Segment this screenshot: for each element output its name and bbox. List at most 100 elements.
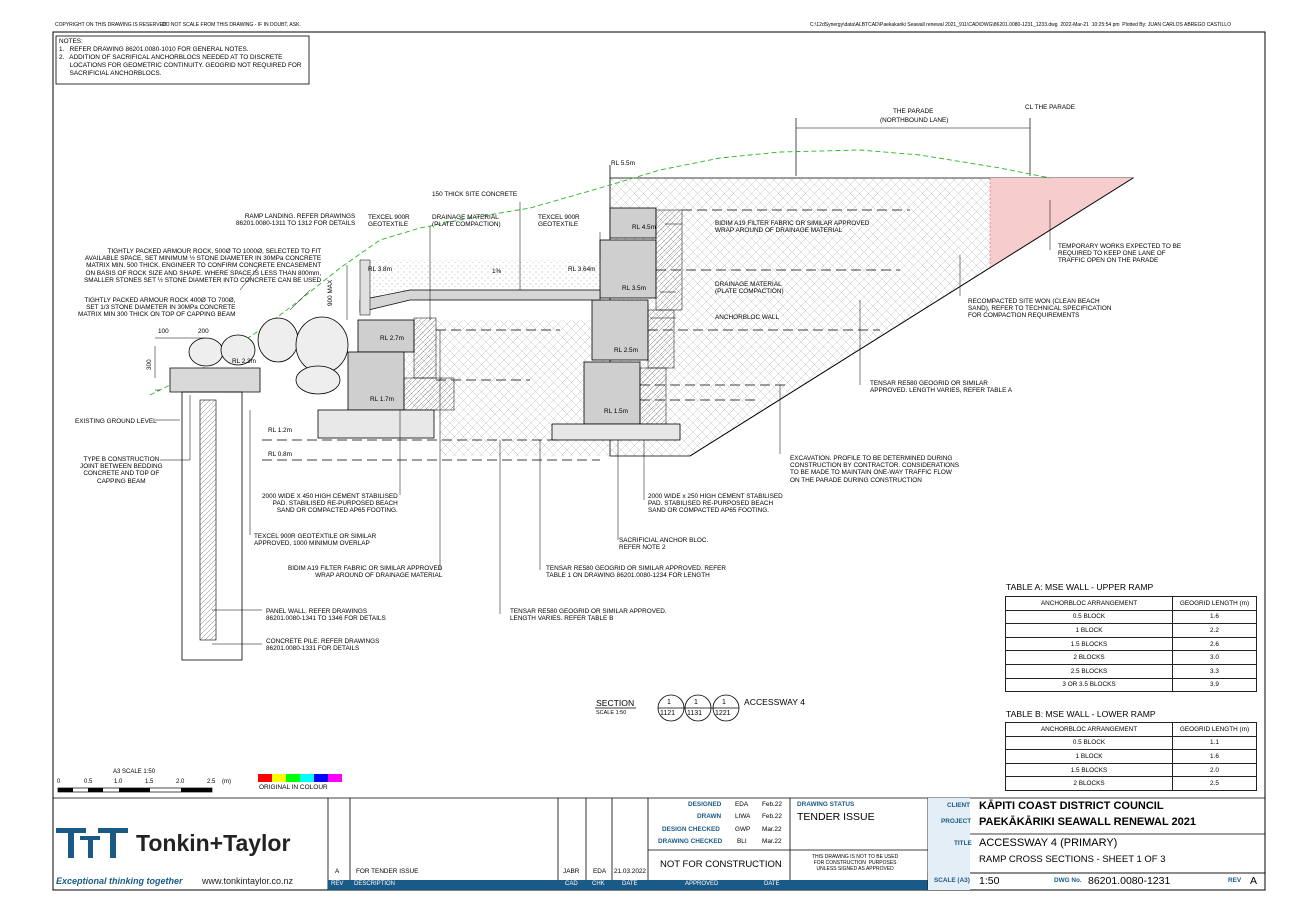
hdr-cad: CAD <box>565 881 578 887</box>
label-cl-parade: CL THE PARADE <box>1025 104 1075 111</box>
label-texcel-1: TEXCEL 900R GEOTEXTILE <box>368 214 410 229</box>
table-cell: 2 BLOCKS <box>1005 776 1173 791</box>
label-anchorbloc: ANCHORBLOC WALL <box>715 314 780 321</box>
designed-date: Feb.22 <box>762 801 782 808</box>
client-label: CLIENT <box>947 802 971 809</box>
label-pad-250: 2000 WIDE x 250 HIGH CEMENT STABILISED P… <box>648 493 783 515</box>
scale-label: SCALE (A3) <box>934 877 970 884</box>
table-b-header-0: ANCHORBLOC ARRANGEMENT <box>1005 722 1173 737</box>
design-checked-date: Mar.22 <box>762 826 782 833</box>
tagline: Exceptional thinking together <box>56 876 183 886</box>
label-drainage-2: DRAINAGE MATERIAL (PLATE COMPACTION) <box>715 281 784 296</box>
colour-swatches <box>258 774 342 782</box>
table-cell: 3.0 <box>1172 650 1257 665</box>
section-name: ACCESSWAY 4 <box>744 697 805 707</box>
copyright-note: COPYRIGHT ON THIS DRAWING IS RESERVED <box>55 22 167 28</box>
label-tensar-t1: TENSAR RE580 GEOGRID OR SIMILAR APPROVED… <box>546 565 727 580</box>
table-b-header-1: GEOGRID LENGTH (m) <box>1172 722 1257 737</box>
designed-who: EDA <box>735 801 749 808</box>
label-rl17: RL 1.7m <box>370 396 394 403</box>
drawn-label: DRAWN <box>697 813 722 820</box>
label-rl12: RL 1.2m <box>268 427 292 434</box>
table-cell: 1.6 <box>1172 609 1257 625</box>
drawing-checked-label: DRAWING CHECKED <box>658 838 723 845</box>
title-label: TITLE <box>954 840 972 847</box>
scale-title: A3 SCALE 1:50 <box>113 769 156 775</box>
project-value: PAEKĀKĀRIKI SEAWALL RENEWAL 2021 <box>979 816 1196 828</box>
drawing-checked-who: BLI <box>737 838 747 845</box>
project-label: PROJECT <box>941 818 972 825</box>
upper-pad <box>551 423 681 441</box>
client-value: KĀPITI COAST DISTRICT COUNCIL <box>979 800 1164 812</box>
note-2c: SACRIFICIAL ANCHORBLOCS. <box>59 70 162 77</box>
rev-date: 21.03.2022 <box>614 868 646 875</box>
website: www.tonkintaylor.co.nz <box>202 876 294 886</box>
armour-rocks <box>188 316 349 395</box>
hdr-rev: REV <box>331 881 344 887</box>
label-ramp-landing: RAMP LANDING. REFER DRAWINGS 86201.0080-… <box>236 213 356 228</box>
file-path: C:\12dSynergy\data\ALBTCAD\Paekakariki S… <box>810 22 1231 28</box>
drawn-who: LIWA <box>735 813 751 820</box>
hdr-desc: DESCRIPTION <box>354 881 396 887</box>
hdr-date: DATE <box>622 881 638 887</box>
label-rl25: RL 2.5m <box>614 347 638 354</box>
table-cell: 3 OR 3.5 BLOCKS <box>1005 677 1173 693</box>
note-1: 1. REFER DRAWING 86201.0080-1010 FOR GEN… <box>59 46 249 53</box>
label-type-b: TYPE B CONSTRUCTION JOINT BETWEEN BEDDIN… <box>80 456 163 485</box>
table-cell: 1.5 BLOCKS <box>1005 762 1173 778</box>
label-sacrificial: SACRIFICIAL ANCHOR BLOC. REFER NOTE 2 <box>619 537 709 552</box>
label-rl55: RL 5.5m <box>611 160 635 167</box>
rev-desc: FOR TENDER ISSUE <box>356 868 419 875</box>
original-colour: ORIGINAL IN COLOUR <box>259 784 328 791</box>
swatch-red <box>258 774 272 782</box>
scale-value: 1:50 <box>979 875 1000 887</box>
dwg-value: 86201.0080-1231 <box>1088 875 1171 887</box>
rev-cad: JABR <box>563 868 580 875</box>
rev-final: A <box>1250 875 1258 887</box>
label-dim100: 100 <box>158 328 169 335</box>
label-excavation: EXCAVATION. PROFILE TO BE DETERMINED DUR… <box>790 455 960 484</box>
swatch-blue <box>314 774 328 782</box>
section-scale: SCALE 1:50 <box>596 710 627 716</box>
swatch-magenta <box>328 774 342 782</box>
bubble-3-bottom: 1221 <box>715 710 731 717</box>
existing-ground-line <box>149 149 1051 396</box>
dwg-label: DWG No. <box>1054 877 1082 884</box>
panel-wall <box>199 399 217 641</box>
scale-unit: (m) <box>222 779 231 785</box>
status-value: TENDER ISSUE <box>797 811 875 823</box>
bubble-2-bottom: 1131 <box>687 710 703 717</box>
title-line-1: ACCESSWAY 4 (PRIMARY) <box>979 837 1118 849</box>
notes-box <box>55 35 310 85</box>
table-cell: 2.5 <box>1172 776 1257 791</box>
table-cell: 1.5 BLOCKS <box>1005 636 1173 652</box>
table-cell: 1.6 <box>1172 749 1257 764</box>
label-existing-ground: EXISTING GROUND LEVEL <box>75 418 157 425</box>
label-texcel-2: TEXCEL 900R GEOTEXTILE <box>538 214 580 229</box>
table-a-header-0: ANCHORBLOC ARRANGEMENT <box>1005 596 1173 611</box>
label-rl45: RL 4.5m <box>632 224 656 231</box>
label-dim300: 300 <box>146 359 153 370</box>
hdr-chk: CHK <box>592 881 605 887</box>
swatch-cyan <box>300 774 314 782</box>
concrete-pile <box>181 391 243 661</box>
status-label: DRAWING STATUS <box>797 801 855 808</box>
label-temp-works: TEMPORARY WORKS EXPECTED TO BE REQUIRED … <box>1058 243 1182 265</box>
label-rl364: RL 3.64m <box>568 266 596 273</box>
label-recompacted: RECOMPACTED SITE WON (CLEAN BEACH SAND),… <box>968 298 1112 320</box>
label-tensar-b: TENSAR RE580 GEOGRID OR SIMILAR APPROVED… <box>510 608 667 623</box>
not-for-construction: NOT FOR CONSTRUCTION <box>660 859 782 870</box>
label-1pct: 1% <box>492 268 502 275</box>
lower-pad <box>317 409 435 439</box>
label-dim200: 200 <box>198 328 209 335</box>
drawing-checked-date: Mar.22 <box>762 838 782 845</box>
design-checked-who: GWP <box>735 826 751 833</box>
